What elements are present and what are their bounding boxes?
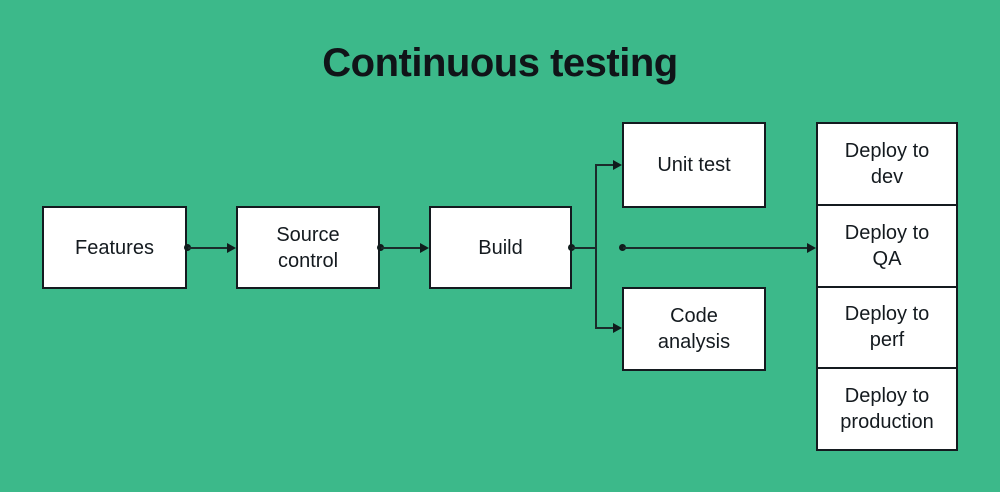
edge-features-to-source-control bbox=[188, 247, 228, 249]
node-unit-test[interactable]: Unit test bbox=[622, 122, 766, 208]
edge-build-to-branch bbox=[572, 247, 597, 249]
edge-arrowhead-build bbox=[420, 243, 429, 253]
node-deploy-to-production[interactable]: Deploy to production bbox=[840, 385, 934, 434]
node-deploy-to-perf[interactable]: Deploy to perf bbox=[818, 288, 956, 370]
node-code-analysis[interactable]: Code analysis bbox=[622, 287, 766, 371]
edge-branch-to-unit-test bbox=[595, 164, 617, 166]
edge-source-dot-deploy bbox=[619, 244, 626, 251]
node-deploy-to-dev[interactable]: Deploy to dev bbox=[818, 124, 956, 206]
node-deploy-to-qa[interactable]: Deploy to QA bbox=[818, 206, 956, 288]
edge-source-dot-source-control bbox=[377, 244, 384, 251]
deploy-stack-group: Deploy to dev Deploy to QA Deploy to per… bbox=[816, 122, 958, 451]
edge-arrowhead-source-control bbox=[227, 243, 236, 253]
edge-source-dot-features bbox=[184, 244, 191, 251]
node-features[interactable]: Features bbox=[42, 206, 187, 289]
edge-branch-spine bbox=[595, 164, 597, 329]
node-source-control[interactable]: Source control bbox=[236, 206, 380, 289]
edge-arrowhead-code-analysis bbox=[613, 323, 622, 333]
page-title: Continuous testing bbox=[322, 41, 678, 85]
edge-source-dot-build bbox=[568, 244, 575, 251]
edge-arrowhead-deploy-qa bbox=[807, 243, 816, 253]
edge-source-control-to-build bbox=[381, 247, 421, 249]
node-build[interactable]: Build bbox=[429, 206, 572, 289]
edge-arrowhead-unit-test bbox=[613, 160, 622, 170]
edge-branch-to-code-analysis bbox=[595, 327, 617, 329]
edge-build-to-deploy-qa bbox=[623, 247, 809, 249]
